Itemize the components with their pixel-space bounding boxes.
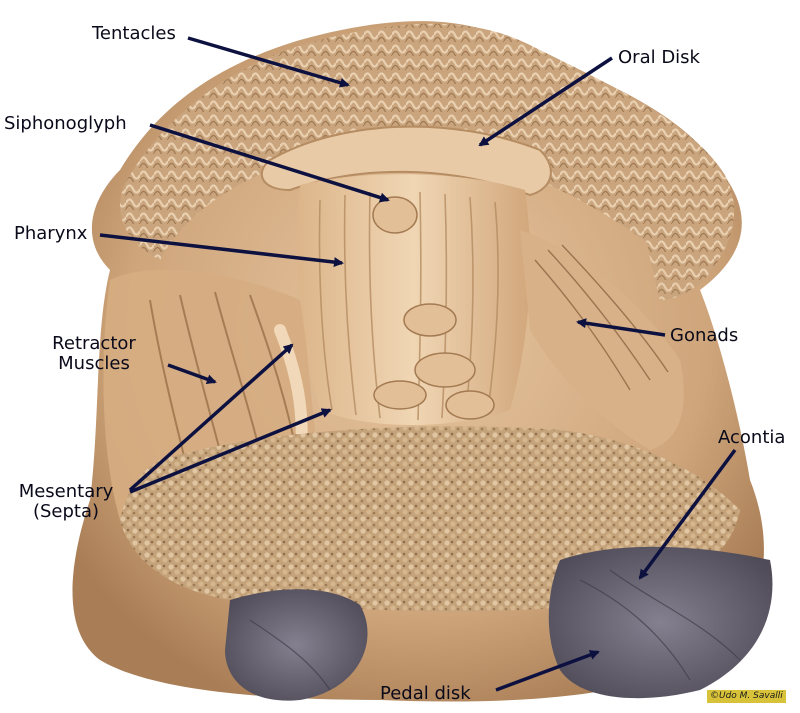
label-mesentary-line1: Mesentary: [18, 481, 114, 502]
arrow-oral-disk: [478, 56, 613, 147]
arrow-pharynx: [99, 233, 344, 268]
label-retractor-line2: Muscles: [58, 353, 130, 374]
gut-folds: [372, 196, 495, 420]
pedal-disk-left: [225, 589, 368, 701]
arrow-acontia: [638, 448, 737, 580]
arrow-mesentary-upper: [128, 343, 294, 492]
label-gonads: Gonads: [670, 325, 739, 346]
arrow-retractor-muscles: [167, 363, 217, 384]
tentacle-crown: [120, 23, 735, 285]
label-retractor-line1: Retractor: [52, 333, 136, 354]
label-tentacles: Tentacles: [92, 23, 176, 44]
label-pharynx: Pharynx: [14, 223, 88, 244]
tentacle-flap: [640, 164, 729, 300]
arrow-pedal-disk: [495, 650, 600, 692]
photo-credit: ©Udo M. Savalli: [707, 690, 786, 703]
pedal-disk-right: [548, 546, 773, 699]
arrow-tentacles: [187, 36, 350, 88]
label-retractor-muscles: Retractor Muscles: [44, 334, 144, 374]
label-mesentary-line2: (Septa): [32, 501, 100, 522]
label-siphonoglyph: Siphonoglyph: [4, 113, 127, 134]
arrow-siphonoglyph: [149, 123, 390, 203]
label-oral-disk: Oral Disk: [618, 47, 700, 68]
gonads-tissue: [520, 230, 684, 450]
arrow-gonads: [576, 318, 666, 337]
pedal-disk-folds: [249, 569, 741, 691]
label-acontia: Acontia: [718, 427, 786, 448]
label-mesentary: Mesentary (Septa): [10, 482, 122, 522]
arrow-mesentary-lower: [129, 408, 332, 494]
label-pedal-disk: Pedal disk: [380, 683, 471, 704]
